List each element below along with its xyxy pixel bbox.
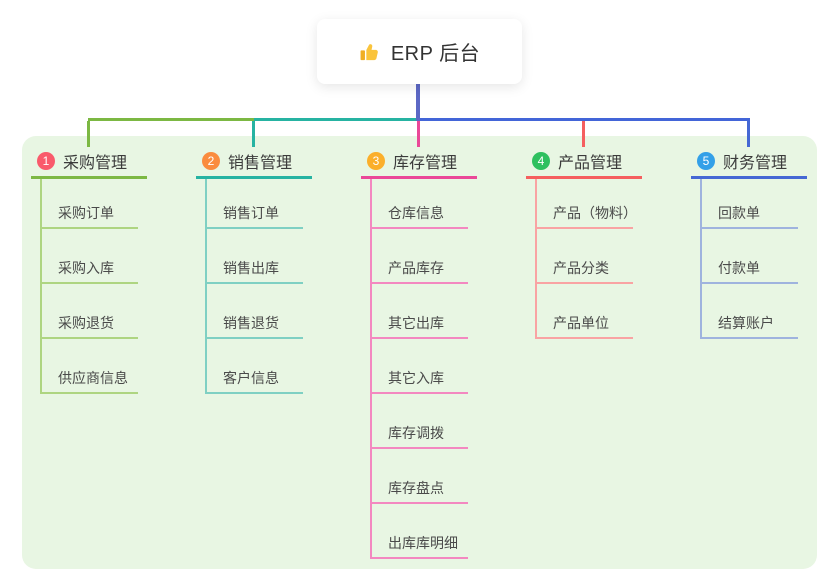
child-underline (205, 227, 303, 229)
child-underline (535, 337, 633, 339)
branch-label: 采购管理 (63, 155, 128, 172)
child-node[interactable]: 产品单位 (553, 315, 609, 331)
branch-node-2[interactable]: 2 销售管理 (202, 150, 292, 172)
child-underline (535, 282, 633, 284)
child-underline (370, 227, 468, 229)
child-underline (370, 447, 468, 449)
child-node[interactable]: 产品库存 (388, 260, 444, 276)
child-node[interactable]: 产品分类 (553, 260, 609, 276)
branch-label: 财务管理 (723, 155, 788, 172)
branch-label: 库存管理 (393, 155, 458, 172)
connector-left-segment (88, 118, 254, 121)
child-underline (700, 282, 798, 284)
child-underline (205, 392, 303, 394)
child-underline (370, 392, 468, 394)
child-node[interactable]: 库存调拨 (388, 425, 444, 441)
child-underline (700, 337, 798, 339)
branch-drop-line (87, 121, 90, 147)
child-node[interactable]: 回款单 (718, 205, 760, 221)
child-node[interactable]: 出库库明细 (388, 535, 458, 551)
branch-number-badge: 2 (202, 152, 220, 170)
branch-drop-line (417, 121, 420, 147)
child-underline (370, 282, 468, 284)
branch-underline (196, 176, 312, 179)
child-node[interactable]: 采购订单 (58, 205, 114, 221)
child-node[interactable]: 库存盘点 (388, 480, 444, 496)
branch-underline (691, 176, 807, 179)
child-node[interactable]: 付款单 (718, 260, 760, 276)
child-node[interactable]: 采购退货 (58, 315, 114, 331)
child-node[interactable]: 结算账户 (718, 315, 774, 331)
child-underline (370, 557, 468, 559)
child-underline (40, 337, 138, 339)
branch-node-3[interactable]: 3 库存管理 (367, 150, 457, 172)
child-node[interactable]: 其它入库 (388, 370, 444, 386)
child-underline (40, 227, 138, 229)
branch-number-badge: 3 (367, 152, 385, 170)
child-underline (700, 227, 798, 229)
child-underline (370, 502, 468, 504)
branch-drop-line (252, 121, 255, 147)
child-node[interactable]: 销售出库 (223, 260, 279, 276)
branch-number-badge: 5 (697, 152, 715, 170)
child-node[interactable]: 销售订单 (223, 205, 279, 221)
child-tree-line (700, 179, 702, 339)
connector-right-segment (418, 118, 750, 121)
connector-mid-segment (254, 118, 418, 121)
child-underline (40, 392, 138, 394)
child-node[interactable]: 采购入库 (58, 260, 114, 276)
branch-underline (361, 176, 477, 179)
branch-drop-line (747, 121, 750, 147)
child-underline (535, 227, 633, 229)
child-node[interactable]: 客户信息 (223, 370, 279, 386)
branch-node-4[interactable]: 4 产品管理 (532, 150, 622, 172)
child-node[interactable]: 产品（物料） (553, 205, 637, 221)
child-tree-line (40, 179, 42, 394)
branch-label: 销售管理 (228, 155, 293, 172)
child-node[interactable]: 销售退货 (223, 315, 279, 331)
branch-underline (526, 176, 642, 179)
child-tree-line (535, 179, 537, 339)
branch-number-badge: 4 (532, 152, 550, 170)
child-node[interactable]: 仓库信息 (388, 205, 444, 221)
thumbs-up-icon (359, 41, 381, 63)
child-underline (205, 337, 303, 339)
branch-number-badge: 1 (37, 152, 55, 170)
root-node-label: ERP 后台 (390, 43, 481, 65)
child-tree-line (370, 179, 372, 559)
child-tree-line (205, 179, 207, 394)
root-connector-stem (416, 84, 420, 121)
branch-node-1[interactable]: 1 采购管理 (37, 150, 127, 172)
branches-background-panel (22, 136, 817, 569)
child-underline (205, 282, 303, 284)
branch-drop-line (582, 121, 585, 147)
child-node[interactable]: 供应商信息 (58, 370, 128, 386)
branch-node-5[interactable]: 5 财务管理 (697, 150, 787, 172)
branch-underline (31, 176, 147, 179)
child-underline (370, 337, 468, 339)
branch-label: 产品管理 (558, 155, 623, 172)
child-node[interactable]: 其它出库 (388, 315, 444, 331)
root-node-erp[interactable]: ERP 后台 (317, 19, 522, 84)
child-underline (40, 282, 138, 284)
